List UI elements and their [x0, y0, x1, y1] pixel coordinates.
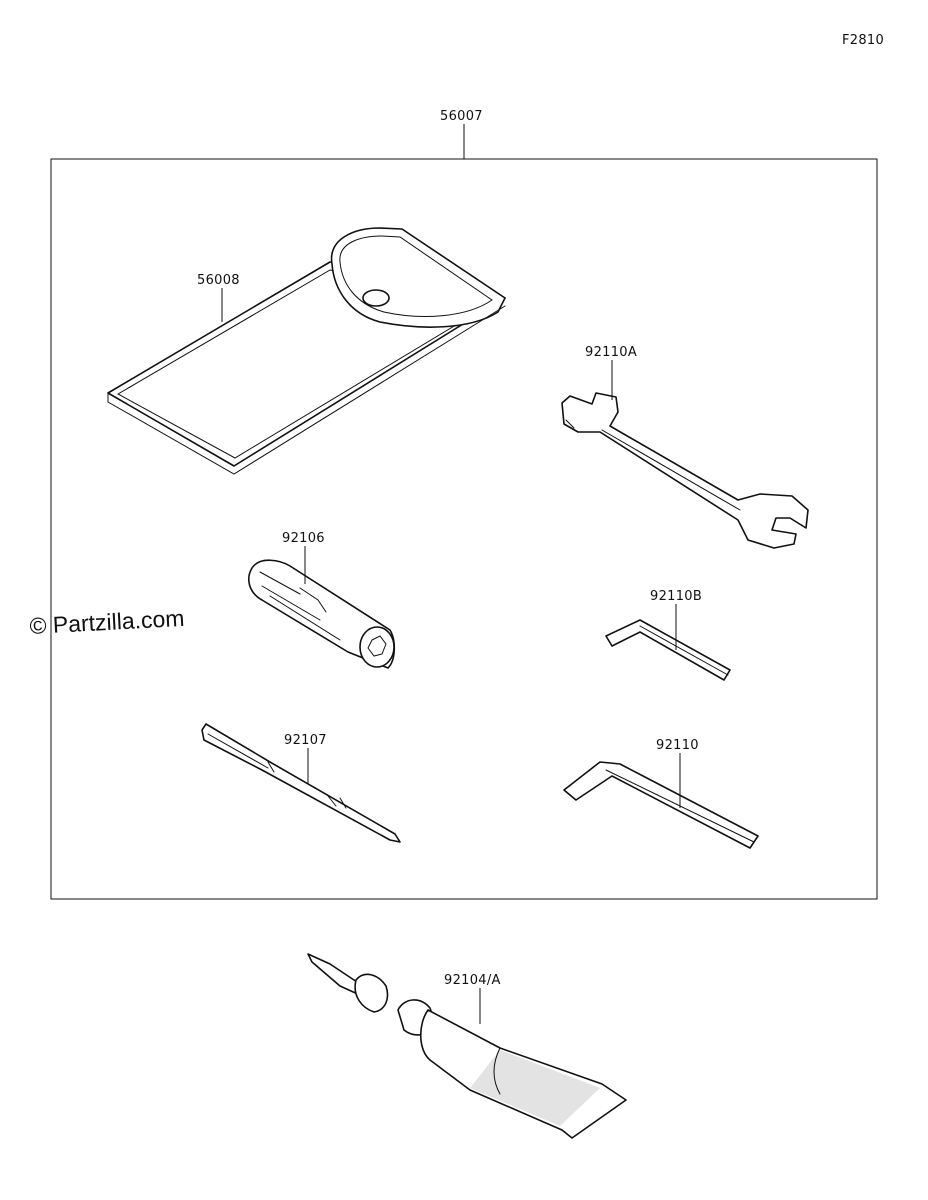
grease-tube-drawing	[307, 953, 627, 1139]
screwdriver-drawing	[201, 723, 401, 843]
part-label-92110A[interactable]: 92110A	[585, 345, 637, 360]
part-label-92106[interactable]: 92106	[282, 531, 325, 546]
part-label-92110[interactable]: 92110	[656, 738, 699, 753]
large-hex-key-drawing	[563, 761, 759, 849]
part-label-56008[interactable]: 56008	[197, 273, 240, 288]
part-label-92104A[interactable]: 92104/A	[444, 973, 501, 988]
part-label-92110B[interactable]: 92110B	[650, 589, 702, 604]
figure-code: F2810	[842, 33, 884, 48]
part-label-56007[interactable]: 56007	[440, 109, 483, 124]
part-label-92107[interactable]: 92107	[284, 733, 327, 748]
small-hex-key-drawing	[605, 619, 731, 681]
socket-tool-drawing	[248, 559, 396, 669]
open-end-wrench-drawing	[561, 392, 809, 549]
tool-pouch-drawing	[107, 227, 506, 475]
watermark: © Partzilla.com	[29, 605, 185, 639]
